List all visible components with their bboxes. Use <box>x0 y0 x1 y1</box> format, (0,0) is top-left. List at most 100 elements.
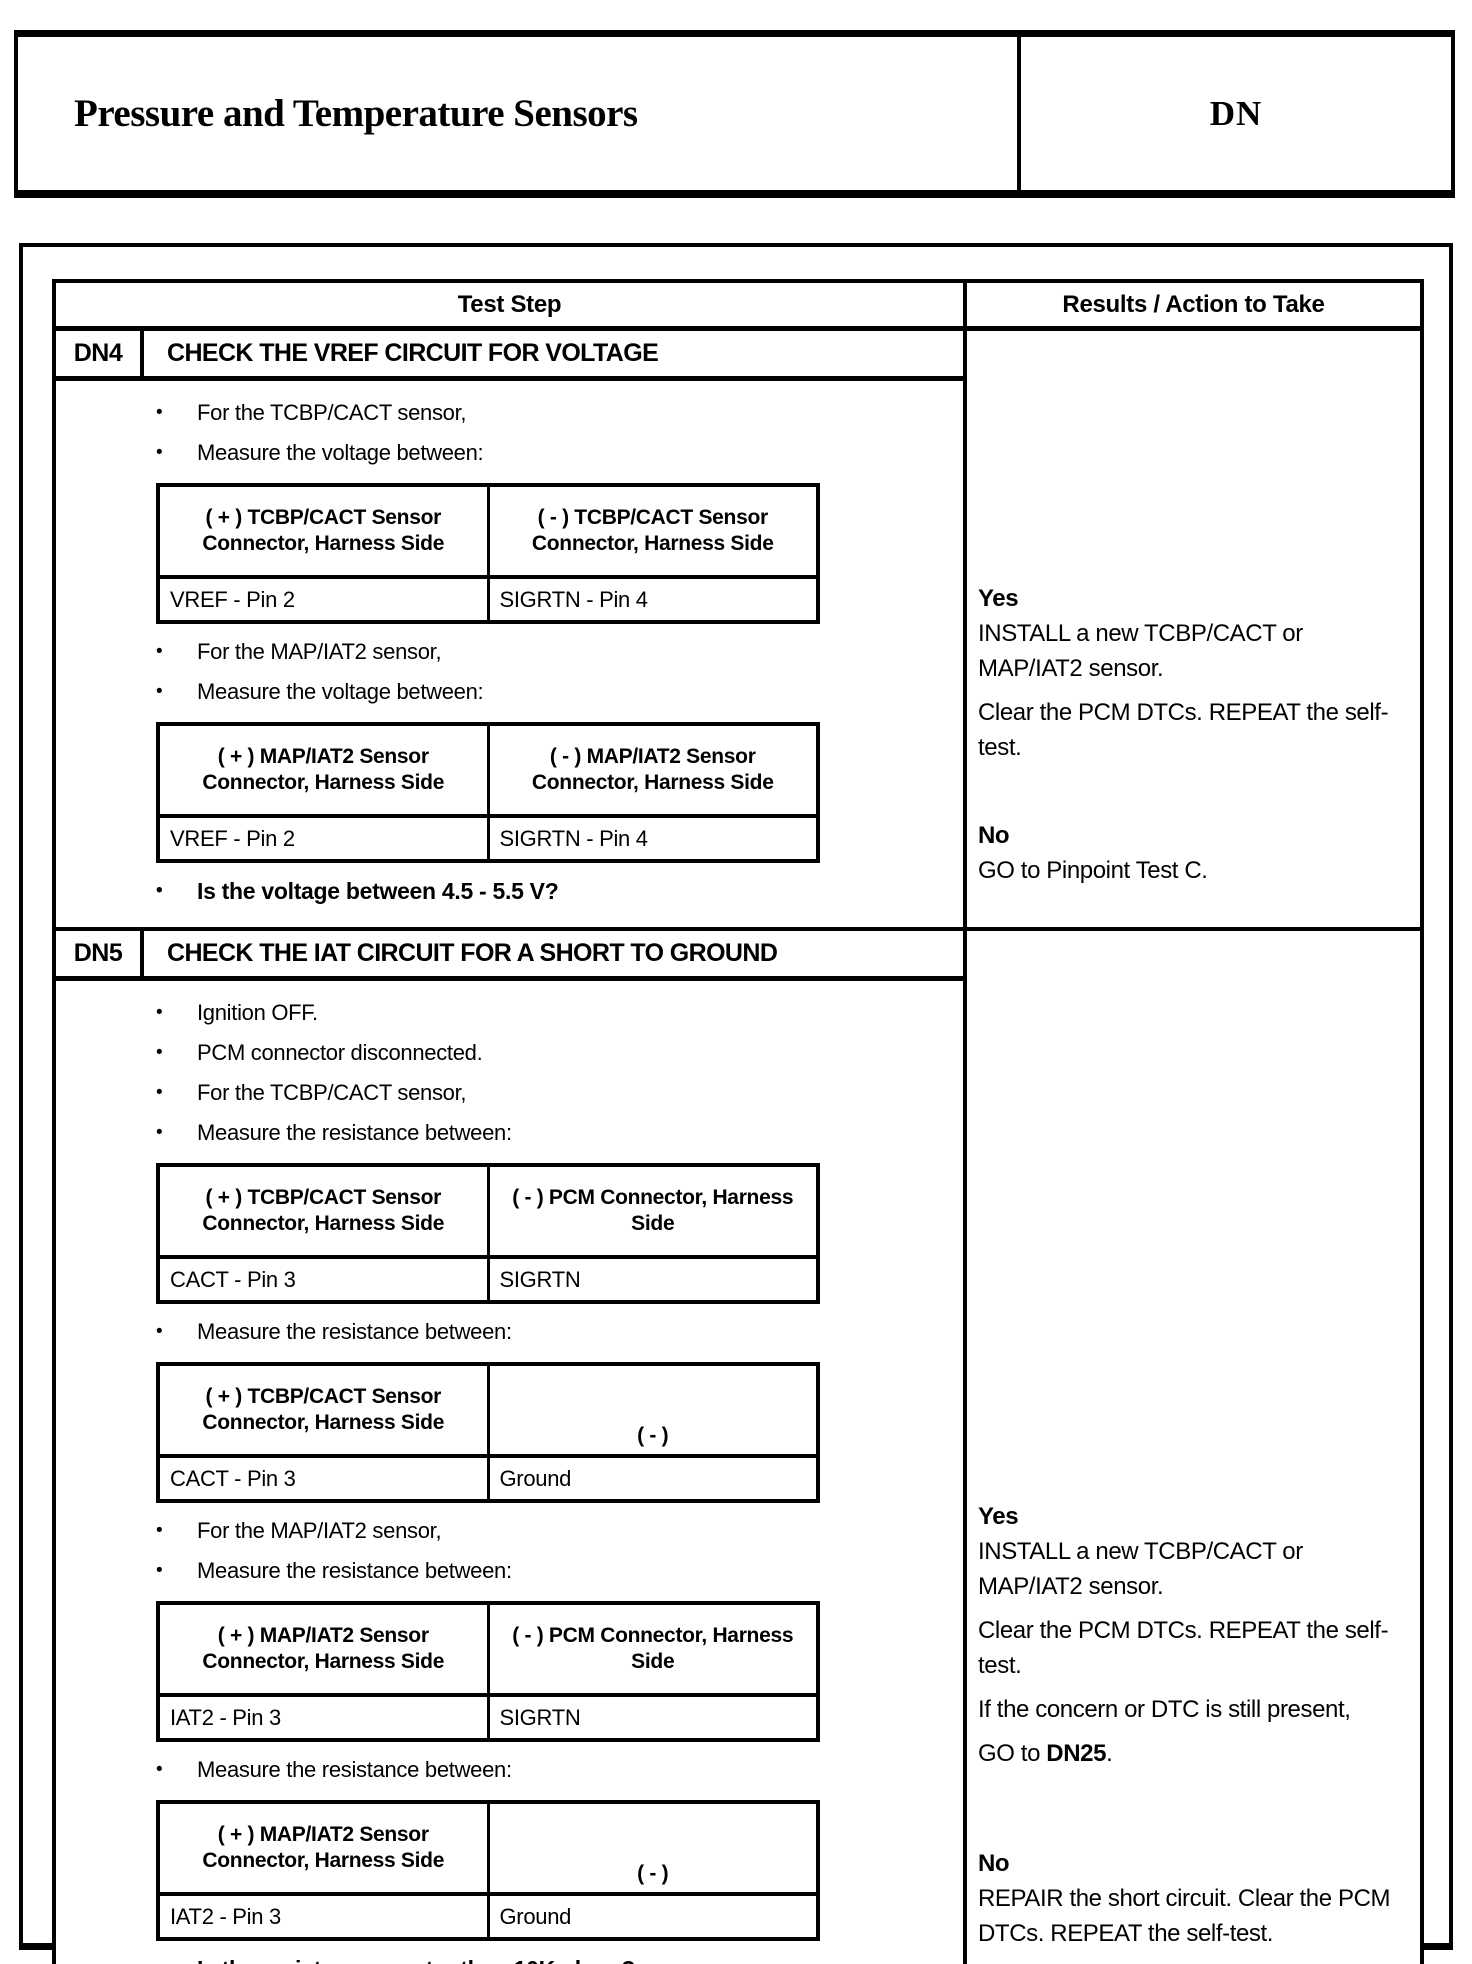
bullet-text: Measure the voltage between: <box>197 679 484 704</box>
dn5-question: • Is the resistance greater than 10K ohm… <box>156 1949 963 1964</box>
positive-probe-point: VREF - Pin 2 <box>156 575 490 624</box>
negative-probe-point: Ground <box>486 1892 820 1941</box>
positive-probe-header: ( + ) MAP/IAT2 Sensor Connector, Harness… <box>156 1601 490 1697</box>
bullet-icon: • <box>156 1949 197 1964</box>
dn5-bullet-sensor: • For the TCBP/CACT sensor, <box>156 1073 963 1113</box>
negative-probe-point: Ground <box>486 1454 820 1503</box>
bullet-icon: • <box>156 1122 163 1143</box>
table-header-row: ( + ) MAP/IAT2 Sensor Connector, Harness… <box>156 722 820 818</box>
bullet-text: Measure the resistance between: <box>197 1319 512 1344</box>
bullet-icon: • <box>156 402 163 423</box>
dn4-titlebar: DN4 CHECK THE VREF CIRCUIT FOR VOLTAGE <box>56 331 963 381</box>
table-row: CACT - Pin 3 SIGRTN <box>156 1255 820 1304</box>
table-header-row: ( + ) MAP/IAT2 Sensor Connector, Harness… <box>156 1800 820 1896</box>
goto-suffix: . <box>1106 1740 1113 1767</box>
goto-target-step: DN25 <box>1046 1740 1107 1767</box>
negative-probe-point: SIGRTN <box>486 1693 820 1742</box>
bullet-text: PCM connector disconnected. <box>197 1040 483 1065</box>
page-title: Pressure and Temperature Sensors <box>74 92 638 135</box>
bullet-icon: • <box>156 1759 163 1780</box>
dn5-yes-action-3: If the concern or DTC is still present, <box>978 1696 1351 1723</box>
bullet-text: Measure the voltage between: <box>197 440 484 465</box>
bullet-text: Ignition OFF. <box>197 1000 318 1025</box>
dn5-no-label: No <box>978 1850 1010 1877</box>
negative-probe-header: ( - ) <box>486 1362 820 1458</box>
goto-prefix: GO to <box>978 1740 1047 1767</box>
positive-probe-header: ( + ) MAP/IAT2 Sensor Connector, Harness… <box>156 1800 490 1896</box>
positive-probe-point: VREF - Pin 2 <box>156 814 490 863</box>
dn4-test-step-cell: DN4 CHECK THE VREF CIRCUIT FOR VOLTAGE •… <box>56 331 967 927</box>
positive-probe-header: ( + ) TCBP/CACT Sensor Connector, Harnes… <box>156 1362 490 1458</box>
dn4-question: • Is the voltage between 4.5 - 5.5 V? <box>156 871 963 911</box>
bullet-text: For the MAP/IAT2 sensor, <box>197 639 442 664</box>
dn5-yes-label: Yes <box>978 1503 1019 1530</box>
table-row: VREF - Pin 2 SIGRTN - Pin 4 <box>156 575 820 624</box>
table-header-row: ( + ) TCBP/CACT Sensor Connector, Harnes… <box>156 1362 820 1458</box>
question-text: Is the voltage between 4.5 - 5.5 V? <box>197 878 559 904</box>
positive-probe-point: IAT2 - Pin 3 <box>156 1892 490 1941</box>
step-row-dn5: DN5 CHECK THE IAT CIRCUIT FOR A SHORT TO… <box>56 931 1420 1964</box>
bullet-icon: • <box>156 1560 163 1581</box>
negative-probe-header: ( - ) TCBP/CACT Sensor Connector, Harnes… <box>486 483 820 579</box>
bullet-icon: • <box>156 681 163 702</box>
positive-probe-point: CACT - Pin 3 <box>156 1255 490 1304</box>
bullet-icon: • <box>156 1520 163 1541</box>
dn5-bullet-measure2: • Measure the resistance between: <box>156 1312 963 1352</box>
negative-probe-header: ( - ) PCM Connector, Harness Side <box>486 1163 820 1259</box>
bullet-icon: • <box>156 1042 163 1063</box>
dn5-titlebar: DN5 CHECK THE IAT CIRCUIT FOR A SHORT TO… <box>56 931 963 981</box>
table-row: VREF - Pin 2 SIGRTN - Pin 4 <box>156 814 820 863</box>
dn4-results-cell: Yes INSTALL a new TCBP/CACT or MAP/IAT2 … <box>967 331 1420 927</box>
positive-probe-header: ( + ) TCBP/CACT Sensor Connector, Harnes… <box>156 483 490 579</box>
page-title-cell: Pressure and Temperature Sensors <box>18 37 1021 190</box>
step-row-dn4: DN4 CHECK THE VREF CIRCUIT FOR VOLTAGE •… <box>56 331 1420 931</box>
dn5-step-body: • Ignition OFF. • PCM connector disconne… <box>56 981 963 1964</box>
bullet-icon: • <box>156 442 163 463</box>
section-code-cell: DN <box>1021 37 1451 190</box>
bullet-text: For the MAP/IAT2 sensor, <box>197 1518 442 1543</box>
positive-probe-header: ( + ) TCBP/CACT Sensor Connector, Harnes… <box>156 1163 490 1259</box>
bullet-icon: • <box>156 1082 163 1103</box>
results-column-header: Results / Action to Take <box>1062 290 1325 318</box>
dn5-bullet-pcm: • PCM connector disconnected. <box>156 1033 963 1073</box>
table-row: IAT2 - Pin 3 SIGRTN <box>156 1693 820 1742</box>
dn4-step-body: • For the TCBP/CACT sensor, • Measure th… <box>56 381 963 927</box>
negative-probe-point: SIGRTN - Pin 4 <box>486 814 820 863</box>
dn4-bullet-measure1: • Measure the voltage between: <box>156 433 963 473</box>
positive-probe-header: ( + ) MAP/IAT2 Sensor Connector, Harness… <box>156 722 490 818</box>
dn5-bullet-map-sensor: • For the MAP/IAT2 sensor, <box>156 1511 963 1551</box>
table-row: IAT2 - Pin 3 Ground <box>156 1892 820 1941</box>
dn4-step-title: CHECK THE VREF CIRCUIT FOR VOLTAGE <box>167 339 659 367</box>
dn4-measurement-table-1: ( + ) TCBP/CACT Sensor Connector, Harnes… <box>156 483 820 624</box>
dn5-results-cell: Yes INSTALL a new TCBP/CACT or MAP/IAT2 … <box>967 931 1420 1964</box>
dn4-step-id: DN4 <box>56 331 144 376</box>
question-text: Is the resistance greater than 10K ohms? <box>197 1949 635 1964</box>
dn5-bullet-measure1: • Measure the resistance between: <box>156 1113 963 1153</box>
dn5-yes-action-2: Clear the PCM DTCs. REPEAT the self-test… <box>978 1617 1389 1679</box>
dn5-bullet-measure4: • Measure the resistance between: <box>156 1750 963 1790</box>
dn4-bullet-measure2: • Measure the voltage between: <box>156 672 963 712</box>
negative-probe-header: ( - ) PCM Connector, Harness Side <box>486 1601 820 1697</box>
dn5-step-id: DN5 <box>56 931 144 976</box>
negative-probe-point: SIGRTN - Pin 4 <box>486 575 820 624</box>
bullet-icon: • <box>156 1002 163 1023</box>
pinpoint-test-table: Test Step Results / Action to Take DN4 C… <box>52 279 1424 1964</box>
dn5-yes-action-1: INSTALL a new TCBP/CACT or MAP/IAT2 sens… <box>978 1538 1303 1600</box>
dn5-measurement-table-1: ( + ) TCBP/CACT Sensor Connector, Harnes… <box>156 1163 820 1304</box>
positive-probe-point: CACT - Pin 3 <box>156 1454 490 1503</box>
dn4-bullet-map-sensor: • For the MAP/IAT2 sensor, <box>156 632 963 672</box>
table-header-row: ( + ) MAP/IAT2 Sensor Connector, Harness… <box>156 1601 820 1697</box>
negative-probe-header: ( - ) MAP/IAT2 Sensor Connector, Harness… <box>486 722 820 818</box>
bullet-icon: • <box>156 1321 163 1342</box>
positive-probe-point: IAT2 - Pin 3 <box>156 1693 490 1742</box>
bullet-text: Measure the resistance between: <box>197 1757 512 1782</box>
bullet-text: Measure the resistance between: <box>197 1120 512 1145</box>
negative-probe-point: SIGRTN <box>486 1255 820 1304</box>
dn5-step-title: CHECK THE IAT CIRCUIT FOR A SHORT TO GRO… <box>167 939 778 967</box>
table-row: CACT - Pin 3 Ground <box>156 1454 820 1503</box>
page-header: Pressure and Temperature Sensors DN <box>14 30 1455 198</box>
negative-probe-header: ( - ) <box>486 1800 820 1896</box>
dn5-measurement-table-2: ( + ) TCBP/CACT Sensor Connector, Harnes… <box>156 1362 820 1503</box>
bullet-text: Measure the resistance between: <box>197 1558 512 1583</box>
